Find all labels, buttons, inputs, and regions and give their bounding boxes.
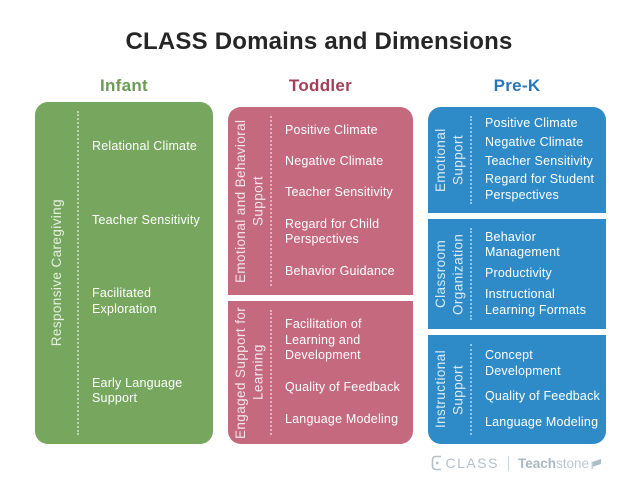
dimension-item: Quality of Feedback (285, 380, 400, 395)
domain-label-area: Instructional Support (428, 335, 472, 444)
dimension-item: Relational Climate (92, 139, 198, 154)
domain-label: Emotional and Behavioral Support (233, 119, 266, 283)
column-body-prek: Emotional Support Positive Climate Negat… (428, 107, 606, 444)
dimension-item: Language Modeling (285, 412, 399, 427)
column-header-toddler: Toddler (288, 76, 353, 95)
dimension-item: Teacher Sensitivity (92, 212, 201, 227)
domain-label-area: Emotional Support (428, 107, 472, 213)
dimension-item: Regard for Student Perspectives (485, 172, 595, 202)
teachstone-logo-bold: Teach (517, 455, 556, 471)
class-logo: CLASS (431, 455, 499, 471)
domain-block-classroom-organization: Classroom Organization Behavior Manageme… (428, 219, 606, 329)
page-title: CLASS Domains and Dimensions (125, 28, 513, 55)
dimension-list: Facilitation of Learning and Development… (272, 301, 413, 444)
dimension-list: Relational Climate Teacher Sensitivity F… (79, 102, 213, 444)
dimension-item: Regard for Child Perspectives (285, 216, 380, 247)
dimension-item: Behavior Guidance (285, 263, 395, 278)
dimension-item: Early Language Support (92, 375, 183, 406)
domain-block-engaged-support-learning: Engaged Support for Learning Facilitatio… (228, 301, 413, 444)
class-logo-text: CLASS (445, 455, 499, 471)
domain-block-emotional-behavioral-support: Emotional and Behavioral Support Positiv… (228, 107, 413, 295)
column-toddler: Toddler Emotional and Behavioral Support… (228, 76, 413, 444)
teachstone-flag-icon (591, 458, 601, 469)
domain-label: Engaged Support for Learning (233, 306, 266, 439)
dimension-item: Behavior Management (485, 229, 560, 260)
dimension-list: Positive Climate Negative Climate Teache… (272, 107, 413, 295)
dimension-list: Behavior Management Productivity Instruc… (472, 219, 606, 329)
domain-label-area: Engaged Support for Learning (228, 301, 272, 444)
domain-label: Instructional Support (433, 350, 466, 429)
domain-label-area: Classroom Organization (428, 219, 472, 329)
dimension-item: Quality of Feedback (485, 389, 600, 404)
dimension-item: Instructional Learning Formats (485, 287, 587, 317)
column-header-prek: Pre-K (493, 76, 541, 95)
domain-label: Classroom Organization (433, 233, 466, 315)
domain-block-emotional-support: Emotional Support Positive Climate Negat… (428, 107, 606, 213)
domain-label: Responsive Caregiving (49, 199, 65, 347)
dimension-item: Productivity (485, 266, 553, 281)
teachstone-logo: Teach stone (518, 456, 602, 471)
dimension-item: Positive Climate (285, 122, 378, 137)
dimension-item: Teacher Sensitivity (285, 185, 394, 200)
logo-divider (507, 455, 509, 471)
class-logo-icon (431, 455, 441, 471)
column-header-infant: Infant (99, 76, 149, 95)
dimension-item: Facilitation of Learning and Development (285, 317, 362, 363)
domain-block-instructional-support: Instructional Support Concept Developmen… (428, 335, 606, 444)
column-infant: Infant Responsive Caregiving Relational … (35, 76, 213, 444)
dimension-item: Negative Climate (285, 154, 384, 169)
column-prek: Pre-K Emotional Support Positive Climate… (428, 76, 606, 444)
column-body-toddler: Emotional and Behavioral Support Positiv… (228, 107, 413, 444)
dimension-item: Positive Climate (485, 116, 578, 131)
dimension-item: Language Modeling (485, 415, 599, 430)
teachstone-logo-light: stone (555, 455, 589, 471)
domain-label: Emotional Support (433, 128, 466, 192)
domain-label-area: Emotional and Behavioral Support (228, 107, 272, 295)
dimension-item: Facilitated Exploration (92, 286, 157, 317)
dimension-list: Positive Climate Negative Climate Teache… (472, 107, 606, 213)
footer-logos: CLASS Teach stone (431, 453, 602, 473)
dimension-item: Concept Development (485, 348, 561, 378)
column-body-infant: Responsive Caregiving Relational Climate… (35, 102, 213, 444)
dimension-item: Teacher Sensitivity (485, 153, 594, 168)
dimension-item: Negative Climate (485, 135, 584, 150)
domain-block-responsive-caregiving: Responsive Caregiving Relational Climate… (35, 102, 213, 444)
dimension-list: Concept Development Quality of Feedback … (472, 335, 606, 444)
domain-label-area: Responsive Caregiving (35, 102, 79, 444)
